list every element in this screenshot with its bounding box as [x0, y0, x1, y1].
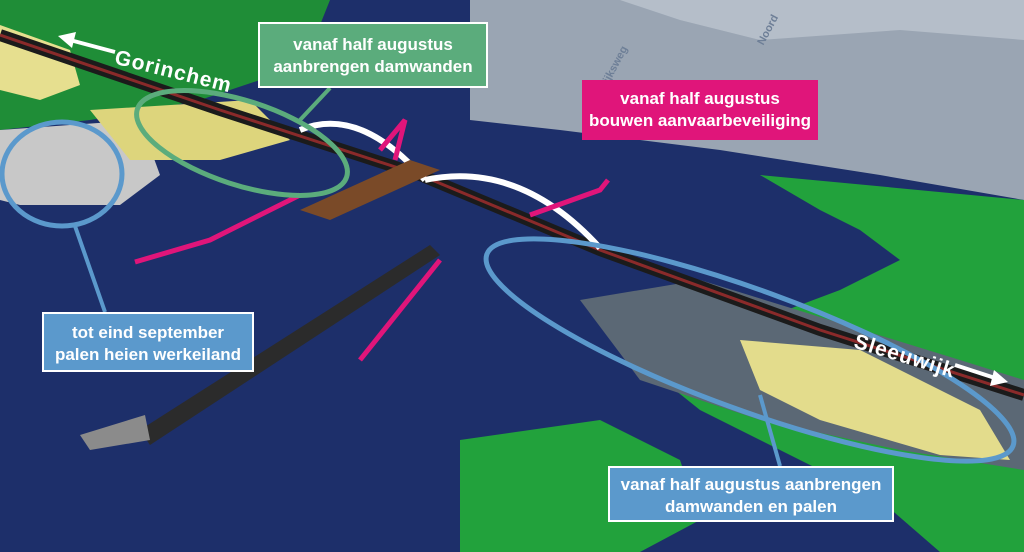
pink-line-3 [529, 178, 610, 218]
arrow-right-icon [954, 363, 1008, 386]
pink-line-1 [134, 192, 302, 265]
green-ellipse [134, 88, 350, 198]
barge-top [300, 160, 440, 220]
barge-left [140, 245, 440, 445]
green-leader [298, 86, 332, 122]
callout-blue-left-line2: palen heien werkeiland [54, 345, 242, 364]
callout-blue-right: vanaf half augustus aanbrengen damwanden… [608, 466, 894, 522]
blue-ellipse-left [0, 119, 125, 229]
callout-blue-left-line1: tot eind september [71, 323, 225, 342]
land-north-west [0, 0, 330, 130]
callout-blue-right-line2: damwanden en palen [665, 497, 837, 516]
pink-line-4 [378, 118, 408, 161]
blue-leader-right [758, 394, 782, 467]
right-site [740, 340, 1010, 460]
bridge-arch-2 [424, 173, 603, 251]
callout-green-line2: aanbrengen damwanden [273, 57, 473, 76]
callout-pink-line2: bouwen aanvaarbeveiliging [588, 111, 811, 130]
callout-green: vanaf half augustus aanbrengen damwanden [258, 22, 488, 88]
callout-blue-left: tot eind september palen heien werkeilan… [42, 312, 254, 372]
callout-pink: vanaf half augustus bouwen aanvaarbeveil… [582, 80, 818, 140]
arrow-left-icon [58, 32, 116, 54]
callout-blue-right-line1: vanaf half augustus aanbrengen [620, 475, 882, 494]
blue-leader-left [73, 225, 107, 313]
boat [80, 415, 150, 450]
far-land-light [620, 0, 1024, 40]
blue-ellipse-right [483, 236, 1017, 464]
callout-pink-line1: vanaf half augustus [620, 89, 780, 108]
pink-line-2 [358, 258, 442, 362]
bridge-deck-edge [0, 33, 1024, 397]
callout-green-line1: vanaf half augustus [293, 35, 453, 54]
